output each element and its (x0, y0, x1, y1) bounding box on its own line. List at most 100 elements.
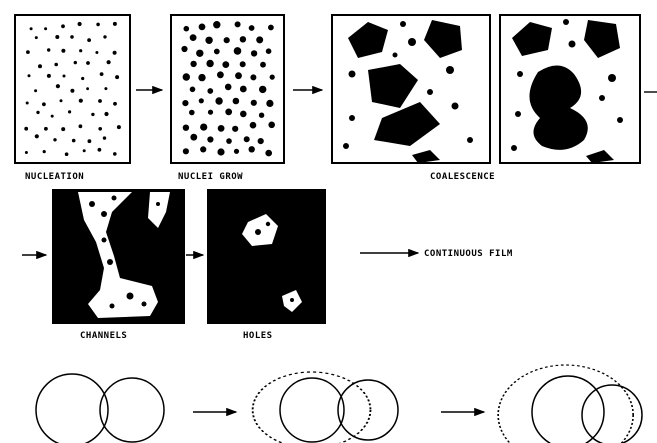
nucleus-dot (79, 99, 83, 103)
nucleus-dot (268, 25, 274, 31)
nucleus-dot (38, 64, 42, 68)
coalescence-panel-a (332, 15, 490, 163)
nucleus-dot (61, 49, 65, 53)
nucleus-dot (70, 89, 74, 93)
nucleus-dot (222, 61, 229, 68)
nucleus-dot (88, 139, 92, 143)
nucleus-dot (265, 150, 272, 157)
nucleus-dot (61, 127, 65, 131)
nucleus-dot (70, 35, 74, 39)
nucleus-dot (213, 21, 220, 28)
nucleus-dot (107, 60, 111, 64)
nucleus-dot (83, 149, 86, 152)
channels-label: CHANNELS (80, 331, 127, 341)
nucleus-dot (190, 134, 197, 141)
nucleus-dot (217, 148, 224, 155)
nucleation-label: NUCLEATION (25, 172, 84, 182)
nucleus-dot (51, 115, 54, 118)
nucleus-dot (200, 124, 207, 131)
nucleus-dot (47, 48, 50, 51)
nucleus-dot (113, 22, 117, 26)
nucleus-dot (87, 38, 91, 42)
nucleus-dot (79, 49, 82, 52)
nucleus-dot (103, 136, 106, 139)
nucleus-dot (98, 148, 102, 152)
nucleus-dot (215, 97, 222, 104)
nucleus-dot (86, 61, 90, 65)
nucleus-dot (235, 21, 241, 27)
nucleus-dot (81, 77, 84, 80)
nucleus-dot (251, 50, 257, 56)
nucleus-dot (44, 127, 48, 131)
continuous-film-label: CONTINUOUS FILM (424, 249, 513, 259)
channels-panel (52, 189, 185, 324)
nucleus-dot (113, 152, 117, 156)
nucleus-dot (79, 124, 83, 128)
nucleus-dot (95, 51, 98, 54)
nucleus-dot (113, 102, 117, 106)
nucleus-dot (183, 125, 189, 131)
nucleus-dot (207, 136, 213, 142)
nucleus-dot (240, 36, 246, 42)
nucleus-dot (240, 111, 247, 118)
nucleus-dot (183, 73, 190, 80)
nucleus-dot (270, 75, 275, 80)
nucleus-dot (182, 100, 188, 106)
nucleus-dot (117, 125, 121, 129)
coalescence-circles-3 (498, 365, 642, 443)
nucleus-dot (190, 34, 197, 41)
nucleus-dot (258, 138, 264, 144)
holes-panel (207, 189, 326, 324)
nucleus-dot (63, 75, 66, 78)
nucleus-dot (189, 110, 195, 116)
nucleus-dot (68, 110, 71, 113)
nucleus-dot (24, 127, 28, 131)
nucleus-dot (268, 122, 275, 129)
nucleus-dot (217, 71, 224, 78)
nucleus-dot (234, 47, 242, 55)
nucleus-dot (266, 48, 272, 54)
nucleus-dot (26, 50, 30, 54)
nucleus-dot (266, 100, 273, 107)
nucleus-dot (61, 24, 65, 28)
coalescence-panel-b (500, 15, 640, 163)
nucleus-dot (199, 98, 204, 103)
nucleus-dot (184, 26, 190, 32)
nucleus-dot (103, 35, 106, 38)
nucleus-dot (54, 63, 58, 67)
nucleus-dot (42, 102, 46, 106)
holes-label: HOLES (243, 331, 273, 341)
nucleus-dot (251, 100, 257, 106)
nucleus-dot (72, 139, 76, 143)
nuclei-grow-label: NUCLEI GROW (178, 172, 243, 182)
coalescence-circles-2 (253, 372, 398, 443)
nucleus-dot (200, 146, 206, 152)
nucleus-dot (25, 151, 28, 154)
nucleus-dot (250, 122, 257, 129)
nucleus-dot (86, 87, 89, 90)
nucleus-dot (259, 113, 264, 118)
nucleus-dot (256, 36, 263, 43)
nucleus-dot (249, 146, 255, 152)
nucleus-dot (100, 72, 104, 76)
nucleus-dot (196, 50, 203, 57)
nucleus-dot (225, 109, 232, 116)
nucleus-dot (190, 61, 196, 67)
nucleus-dot (98, 99, 102, 103)
nucleus-dot (35, 36, 38, 39)
nucleus-dot (198, 74, 205, 81)
nucleus-dot (235, 72, 242, 79)
nucleus-dot (28, 74, 31, 77)
nucleus-dot (44, 27, 47, 30)
nucleus-dot (232, 126, 238, 132)
nucleus-dot (96, 23, 100, 27)
nuclei-grow-panel (171, 15, 284, 163)
coalescence-circles-1 (36, 374, 164, 443)
nucleus-dot (225, 84, 232, 91)
nucleus-dot (34, 89, 37, 92)
nucleus-dot (207, 88, 213, 94)
nucleus-dot (26, 102, 29, 105)
nucleus-dot (214, 49, 220, 55)
nucleus-dot (74, 61, 77, 64)
